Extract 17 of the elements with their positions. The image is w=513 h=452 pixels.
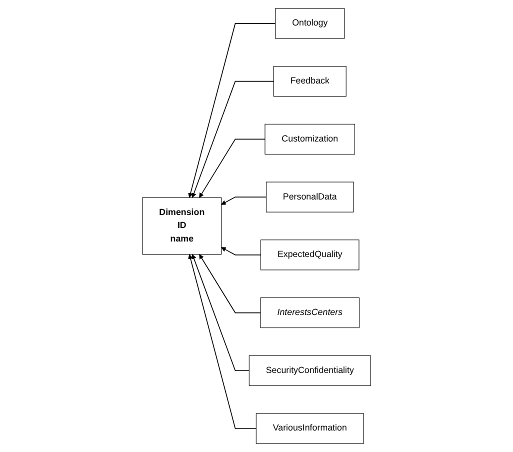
arrow <box>221 196 267 205</box>
arrow <box>188 23 276 198</box>
node-box: Dimension ID name <box>142 197 222 255</box>
node-box: SecurityConfidentiality <box>248 355 371 386</box>
arrow <box>188 254 257 429</box>
node-box: PersonalData <box>266 182 354 212</box>
arrow <box>221 247 262 256</box>
node-box: ExpectedQuality <box>260 240 360 270</box>
arrow <box>192 254 250 372</box>
arrow <box>192 80 274 198</box>
node-box: VariousInformation <box>256 413 364 444</box>
node-box: Feedback <box>273 66 346 97</box>
arrow <box>199 254 261 314</box>
node-box: InterestsCenters <box>260 298 360 328</box>
node-box: Customization <box>264 124 356 154</box>
node-box: Ontology <box>275 8 345 39</box>
arrow <box>199 138 266 198</box>
